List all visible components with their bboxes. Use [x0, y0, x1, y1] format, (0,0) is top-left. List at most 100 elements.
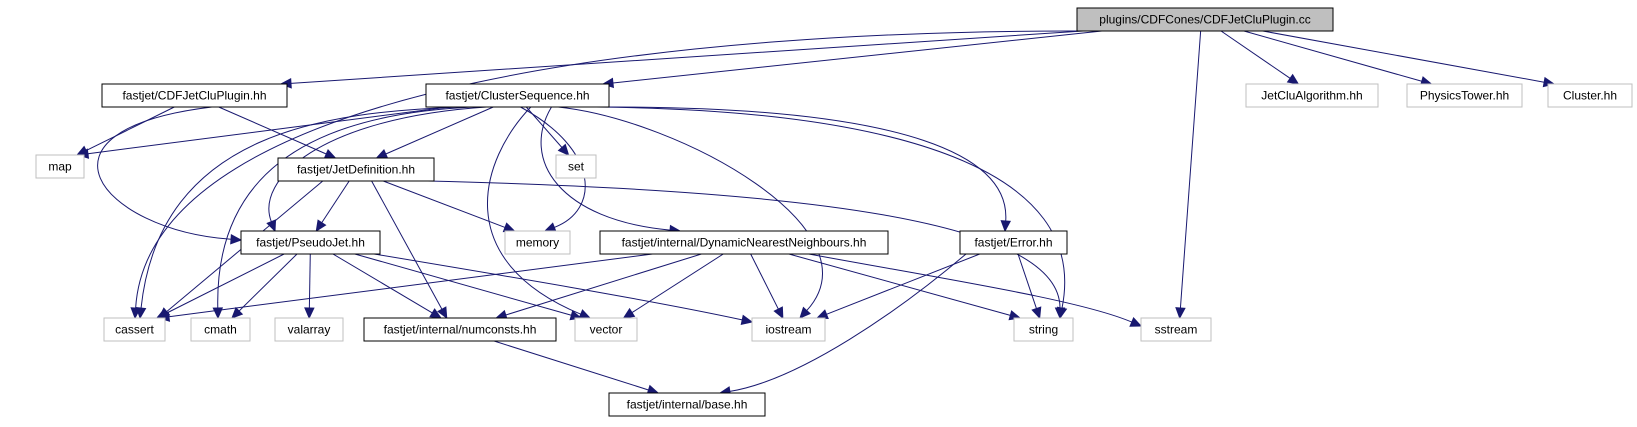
node-box	[574, 317, 638, 342]
node-box	[1140, 317, 1212, 342]
edge-line	[308, 253, 311, 309]
node-pseudojet[interactable]: fastjet/PseudoJet.hh	[240, 230, 381, 255]
node-vector: vector	[574, 317, 638, 342]
node-box	[1406, 83, 1523, 108]
edge-arrowhead	[323, 148, 337, 159]
edge-arrowhead	[1286, 73, 1300, 85]
edge-line	[493, 340, 649, 391]
edge-dnn-to-iostream	[750, 253, 784, 320]
edge-line	[505, 253, 702, 316]
edge-jetdef-to-numconsts	[371, 180, 448, 320]
node-box	[504, 230, 571, 255]
edge-line	[383, 180, 506, 228]
edge-line	[729, 253, 967, 392]
edge-dnn-to-vector	[622, 253, 724, 319]
node-box	[101, 83, 288, 108]
edge-line	[1243, 30, 1422, 82]
edge-pseudojet-to-numconsts	[332, 253, 442, 319]
edge-arrowhead	[1129, 317, 1143, 327]
edge-arrowhead	[799, 306, 811, 319]
edge-line	[525, 106, 563, 148]
edge-root-to-cluster	[1262, 30, 1556, 88]
node-label: cmath	[204, 323, 237, 337]
node-label: fastjet/ClusterSequence.hh	[445, 89, 589, 103]
edge-line	[87, 106, 449, 155]
edge-root-to-jetclualg	[1220, 30, 1300, 85]
node-label: map	[48, 160, 72, 174]
edge-line	[85, 106, 175, 152]
edge-line	[631, 253, 724, 314]
edge-line	[826, 253, 980, 315]
node-dnn[interactable]: fastjet/internal/DynamicNearestNeighbour…	[599, 230, 889, 255]
edge-arrowhead	[375, 148, 389, 159]
edge-line	[750, 253, 779, 310]
node-label: vector	[590, 323, 623, 337]
edge-line	[238, 253, 298, 312]
edge-numconsts-to-base	[493, 340, 660, 395]
node-root[interactable]: plugins/CDFCones/CDFJetCluPlugin.cc	[1076, 7, 1334, 32]
node-label: sstream	[1155, 323, 1198, 337]
node-numconsts[interactable]: fastjet/internal/numconsts.hh	[363, 317, 557, 342]
edge-arrowhead	[816, 309, 829, 320]
edge-clusterseq-to-set	[525, 106, 570, 156]
edge-line	[332, 253, 433, 314]
node-cdfplugin[interactable]: fastjet/CDFJetCluPlugin.hh	[101, 83, 288, 108]
edge-clusterseq-to-string	[596, 106, 1068, 320]
edge-line	[217, 106, 473, 309]
edge-line	[1017, 253, 1037, 309]
edge-line	[788, 253, 1011, 316]
edge-line	[97, 106, 232, 240]
edge-arrowhead	[437, 306, 448, 320]
edge-pseudojet-to-cmath	[231, 253, 298, 319]
edge-dnn-to-string	[788, 253, 1022, 321]
node-box	[240, 230, 381, 255]
edge-arrowhead	[1000, 220, 1011, 233]
edge-arrowhead	[1031, 306, 1042, 320]
edge-dnn-to-cassert	[157, 253, 653, 322]
node-box	[555, 154, 597, 179]
edge-clusterseq-to-cassert	[135, 106, 461, 320]
edge-line	[218, 106, 327, 155]
node-clusterseq[interactable]: fastjet/ClusterSequence.hh	[425, 83, 610, 108]
node-box	[363, 317, 557, 342]
edge-pseudojet-to-valarray	[304, 253, 315, 320]
node-sstream: sstream	[1140, 317, 1212, 342]
edge-clusterseq-to-error	[591, 106, 1011, 233]
node-map: map	[35, 154, 85, 179]
edge-line	[354, 253, 572, 316]
node-cmath: cmath	[190, 317, 251, 342]
node-error[interactable]: fastjet/Error.hh	[959, 230, 1068, 255]
edge-root-to-physicstower	[1243, 30, 1433, 87]
edge-line	[558, 106, 823, 311]
node-label: fastjet/PseudoJet.hh	[256, 236, 365, 250]
node-box	[1245, 83, 1379, 108]
node-base[interactable]: fastjet/internal/base.hh	[608, 392, 766, 417]
node-label: JetCluAlgorithm.hh	[1261, 89, 1362, 103]
edge-line	[385, 106, 494, 155]
node-label: set	[568, 160, 585, 174]
nodes-layer: plugins/CDFCones/CDFJetCluPlugin.cc fastj…	[35, 7, 1633, 417]
node-box	[103, 317, 166, 342]
edge-arrowhead	[135, 307, 147, 320]
node-cassert: cassert	[103, 317, 166, 342]
edge-clusterseq-to-iostream	[558, 106, 823, 319]
edge-line	[321, 180, 350, 223]
edge-line	[612, 30, 1102, 84]
node-box	[190, 317, 251, 342]
node-box	[1547, 83, 1633, 108]
edge-arrowhead	[773, 306, 784, 320]
edge-line	[268, 106, 487, 222]
node-box	[1076, 7, 1334, 32]
node-label: fastjet/internal/DynamicNearestNeighbour…	[622, 236, 867, 250]
node-label: fastjet/CDFJetCluPlugin.hh	[122, 89, 266, 103]
edge-arrowhead	[740, 314, 754, 325]
node-label: fastjet/Error.hh	[974, 236, 1052, 250]
edge-line	[591, 106, 1007, 222]
edge-line	[1220, 30, 1291, 79]
node-label: memory	[516, 236, 559, 250]
node-jetdef[interactable]: fastjet/JetDefinition.hh	[277, 157, 435, 182]
node-label: fastjet/internal/base.hh	[627, 398, 748, 412]
node-box	[274, 317, 344, 342]
edge-error-to-string	[1017, 253, 1042, 320]
